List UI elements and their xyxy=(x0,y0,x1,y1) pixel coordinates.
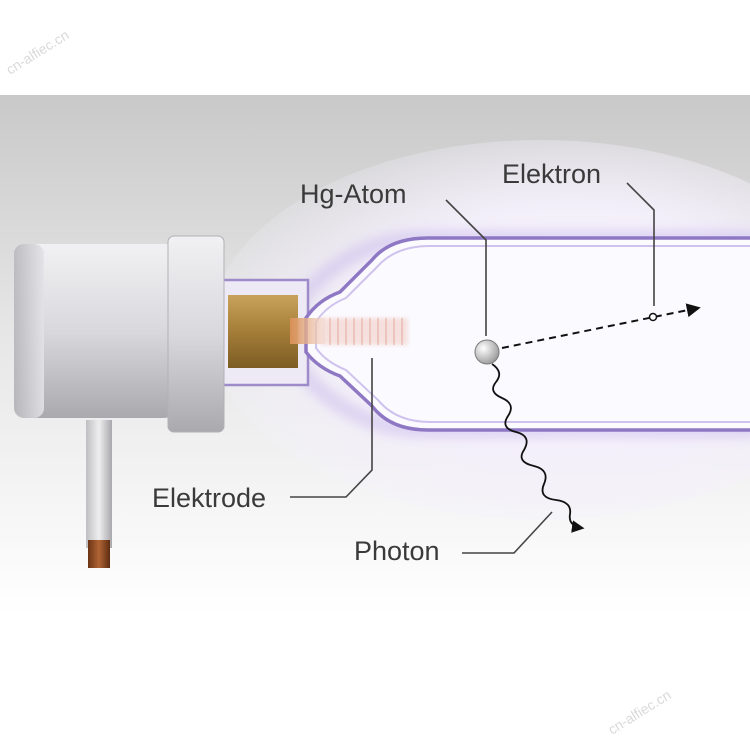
cap-collar xyxy=(167,235,225,433)
electrode-coil-turns xyxy=(329,318,403,345)
electron-dot xyxy=(648,312,658,322)
tube-glow xyxy=(293,231,750,437)
leader-line-elektron xyxy=(626,182,655,306)
electrode-block xyxy=(228,295,298,368)
leader-line-photon xyxy=(462,511,553,554)
label-elektrode: Elektrode xyxy=(152,483,266,513)
leader-line-hg-atom xyxy=(445,199,487,336)
watermark-top: cn-alfiec.cn xyxy=(3,26,72,77)
cap-body xyxy=(14,244,176,418)
leader-line-elektrode xyxy=(290,358,373,498)
photon-wave-arrow xyxy=(491,363,585,533)
cable-sheath xyxy=(86,420,112,548)
label-photon: Photon xyxy=(354,536,440,566)
label-hg-atom: Hg-Atom xyxy=(300,179,407,209)
copper-wire xyxy=(88,540,110,568)
electrode-pin xyxy=(290,318,325,344)
hg-atom xyxy=(474,339,500,365)
label-elektron: Elektron xyxy=(502,159,601,189)
watermark-bottom: cn-alfiec.cn xyxy=(605,686,674,737)
cap-edge xyxy=(14,244,44,418)
electron-path-arrow xyxy=(501,303,701,349)
